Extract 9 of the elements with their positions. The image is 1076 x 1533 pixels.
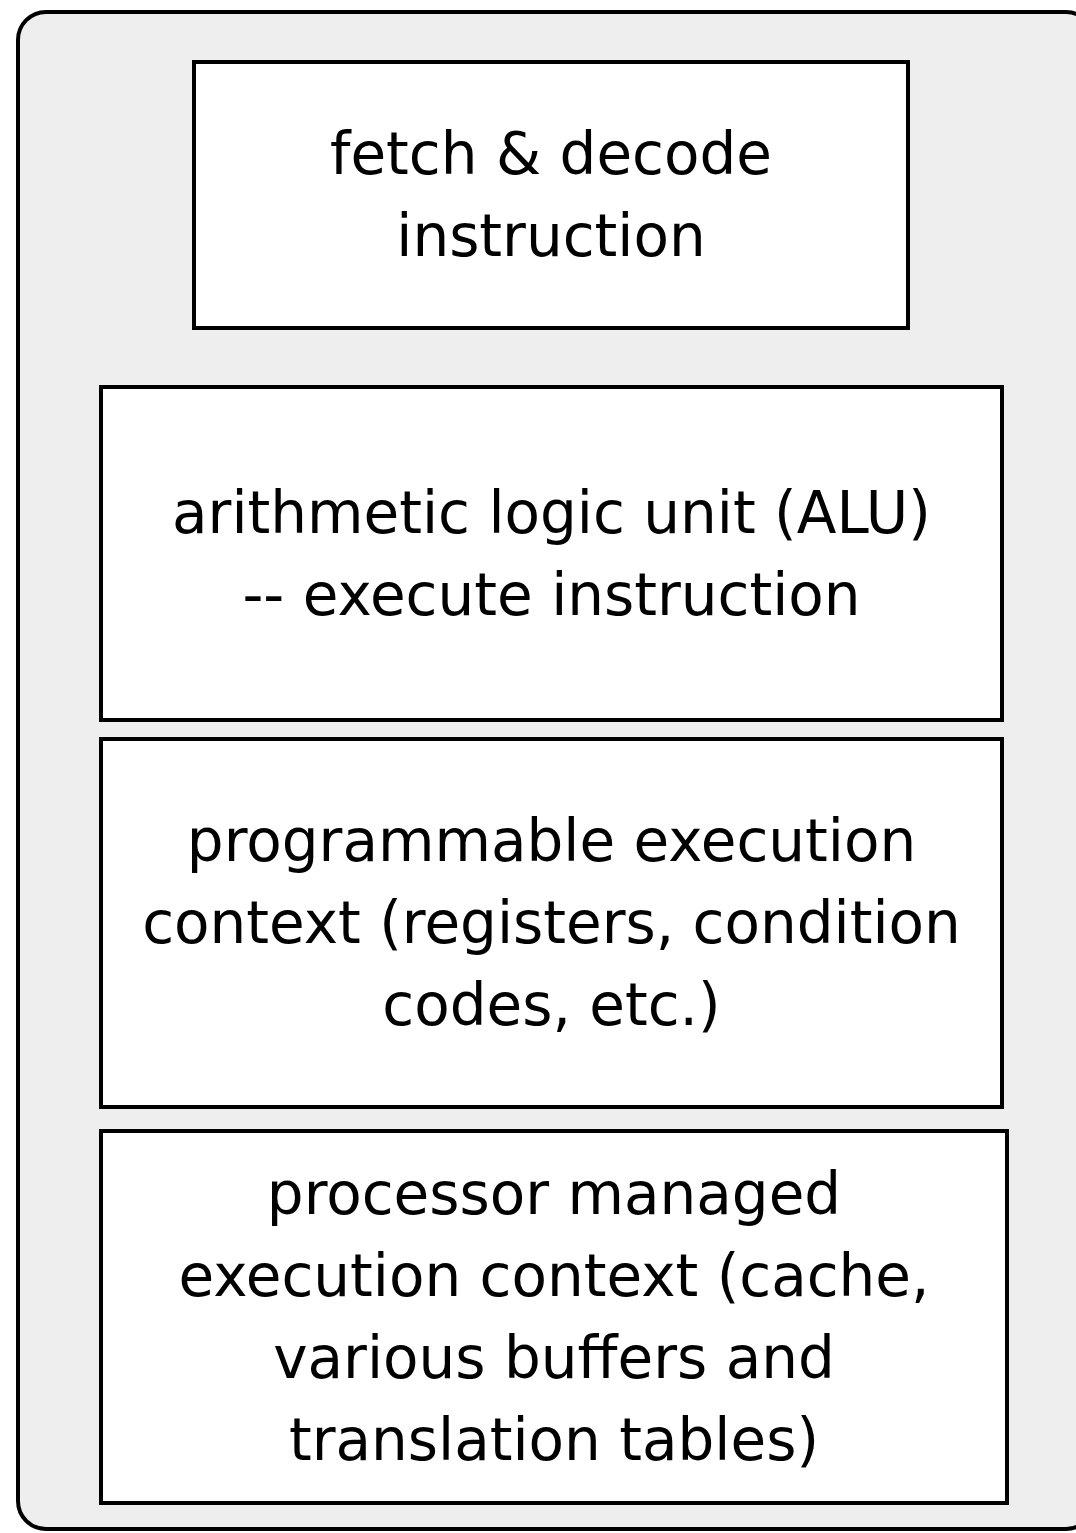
- box-label: fetch & decode instruction: [329, 119, 773, 272]
- container-panel: [16, 10, 1076, 1531]
- box-label: arithmetic logic unit (ALU) -- execute instruction: [171, 477, 932, 631]
- process-box: [99, 1129, 1009, 1505]
- process-box: [192, 60, 910, 330]
- box-label: programmable execution context (registers, condition codes, etc.): [141, 806, 962, 1041]
- process-box: [99, 737, 1004, 1109]
- box-label: processor managed execution context (cache, various buffers and translation tables): [177, 1159, 931, 1476]
- process-box: [99, 385, 1004, 722]
